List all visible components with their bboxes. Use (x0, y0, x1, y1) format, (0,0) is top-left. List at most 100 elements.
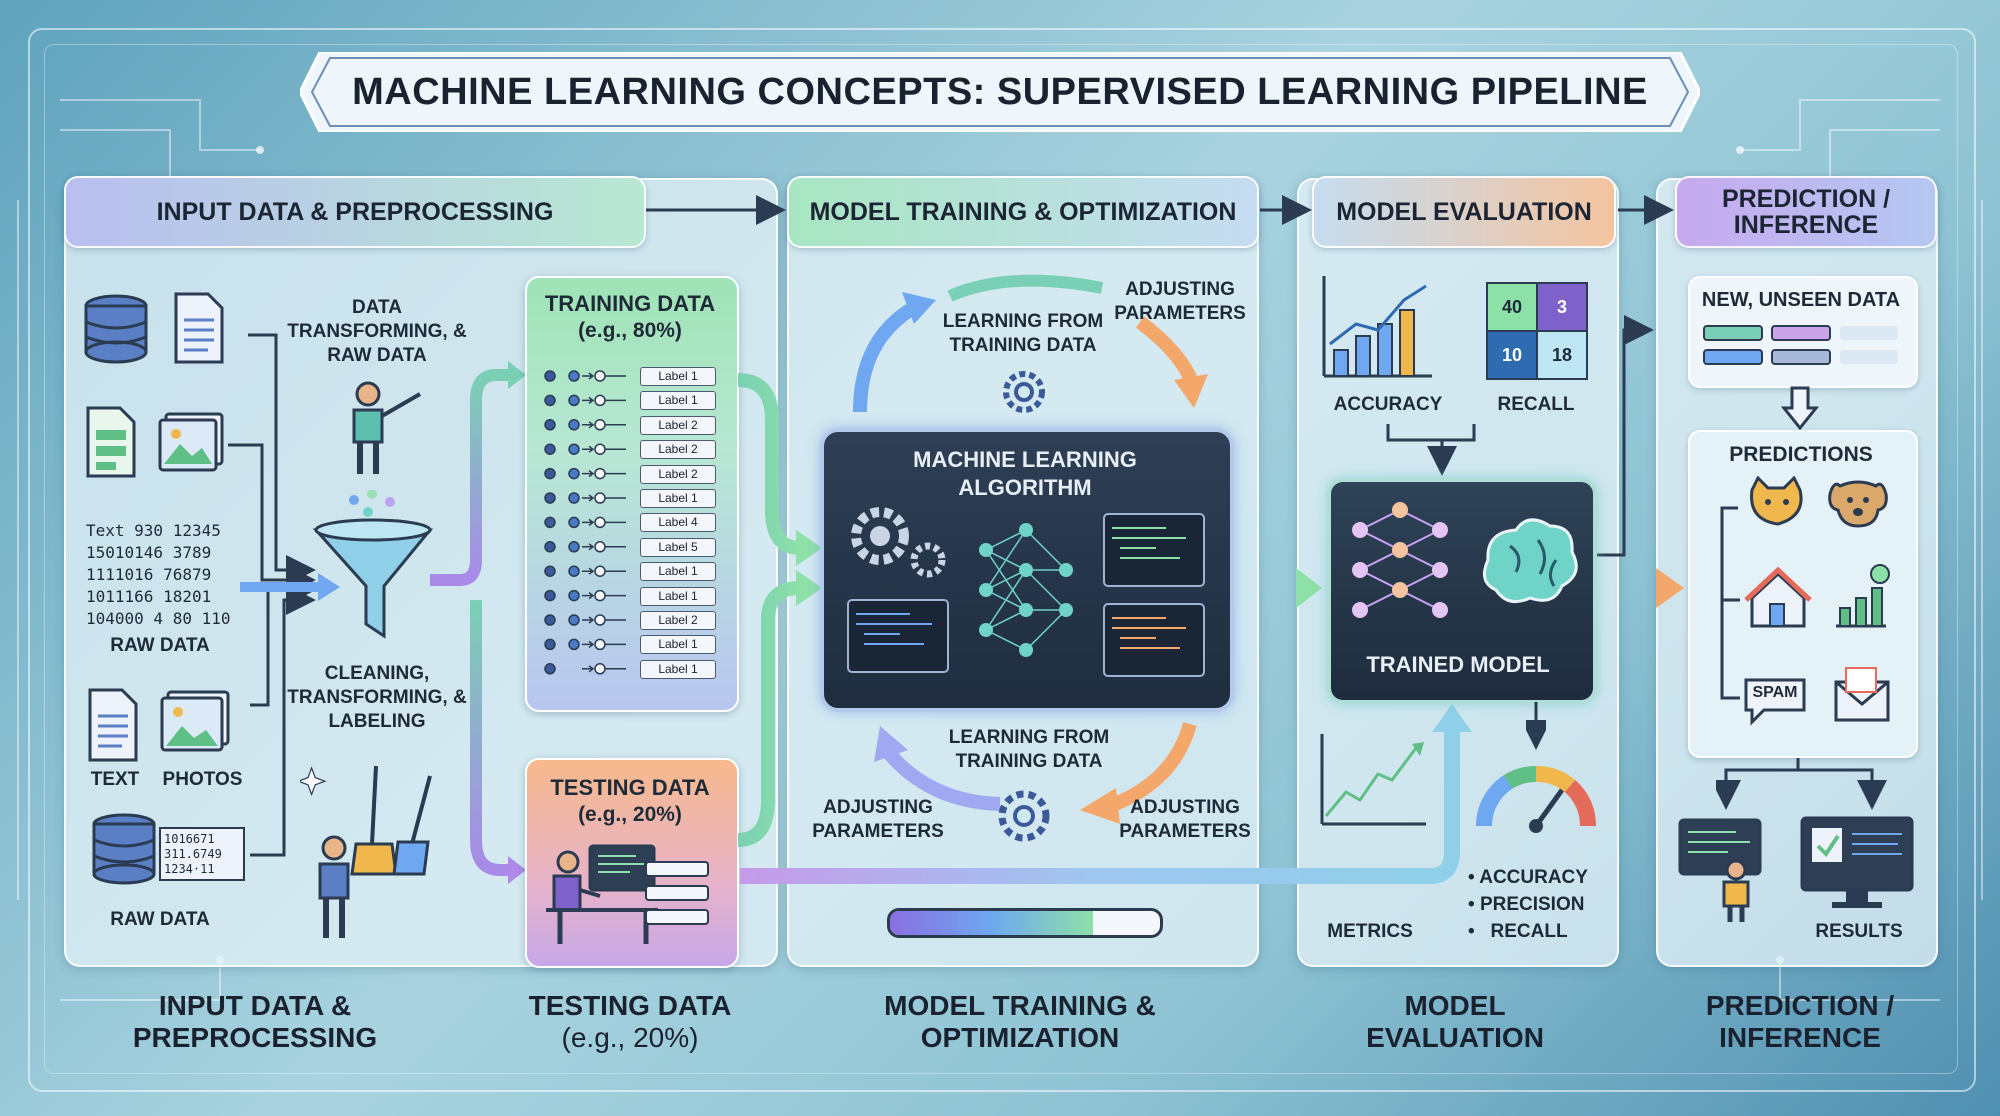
training-data-subtitle: (e.g., 80%) (578, 319, 682, 342)
input-icons-top (84, 292, 224, 478)
training-label-chip: Label 1 (640, 635, 716, 655)
inner-frame (44, 44, 1958, 1074)
metrics-bullet-list: • ACCURACY • PRECISION • RECALL (1468, 864, 1588, 945)
training-label-chip: Label 5 (640, 537, 716, 557)
new-data-label: NEW, UNSEEN DATA (1701, 289, 1901, 311)
training-label-chip: Label 1 (640, 367, 716, 386)
row-marker-dot (568, 638, 580, 651)
bottom-label-testing: TESTING DATA (528, 990, 732, 1021)
results-label: RESULTS (1815, 921, 1903, 942)
row-arrow (582, 543, 595, 551)
testing-person-icon (546, 844, 709, 944)
row-arrow (582, 640, 595, 648)
db-number-line: 1016671 (164, 832, 215, 846)
training-label-chip: Label 1 (640, 659, 716, 679)
database-icon (84, 294, 148, 364)
row-marker-dot (544, 589, 556, 602)
row-marker-dot (568, 467, 580, 480)
text-photos-icons (88, 688, 230, 762)
row-arrow (582, 445, 595, 453)
cat-icon (1750, 476, 1803, 526)
training-label-chip: Label 1 (640, 391, 716, 411)
funnel-icon (312, 490, 434, 639)
row-marker-dot (568, 614, 580, 626)
confusion-cell: 3 (1536, 282, 1588, 332)
metric-bullet: • ACCURACY (1468, 867, 1588, 888)
adjusting-top-label: ADJUSTING PARAMETERS (1114, 279, 1246, 324)
row-marker-dot (544, 663, 556, 675)
predictions-label: PREDICTIONS (1729, 443, 1873, 466)
prediction-panel-header: PREDICTION / INFERENCE (1675, 176, 1937, 248)
row-marker-dot (568, 589, 580, 602)
training-loop-top (853, 274, 1208, 413)
new-data-rows (1703, 325, 1898, 365)
results-split-arrows (1716, 758, 1887, 810)
row-marker-dot (544, 541, 556, 553)
spam-bubble-icon (1744, 678, 1806, 726)
image-icon (158, 412, 224, 472)
house-icon (1744, 566, 1812, 628)
accuracy-label: ACCURACY (1333, 394, 1443, 415)
training-label-chip: Label 2 (640, 611, 716, 630)
text-document-icon (88, 688, 138, 762)
data-transform-label: DATA TRANSFORMING, & RAW DATA (287, 297, 467, 366)
code-window-icon (1103, 513, 1205, 587)
db-numbers: 1016671 311.6749 1234·11 (164, 832, 222, 877)
row-marker-dot (568, 492, 580, 504)
bottom-label-prediction: PREDICTION / INFERENCE (1705, 990, 1895, 1054)
training-progress-bar (887, 908, 1163, 938)
row-arrow (582, 421, 595, 429)
title-banner: MACHINE LEARNING CONCEPTS: SUPERVISED LE… (300, 52, 1700, 132)
row-marker-dot (568, 516, 580, 529)
gear-icon (1003, 371, 1045, 413)
email-envelope-icon (1834, 667, 1890, 722)
row-marker-dot (544, 394, 556, 407)
row-arrow (582, 616, 595, 624)
metric-bullet-text: RECALL (1490, 921, 1568, 942)
results-monitor-icon (1800, 816, 1914, 908)
row-marker-dot (544, 614, 556, 626)
recall-label: RECALL (1497, 394, 1575, 415)
brain-icon (1482, 518, 1578, 604)
training-label-chip: Label 2 (640, 440, 716, 460)
row-marker-dot (568, 565, 580, 577)
learning-bottom-label: LEARNING FROM TRAINING DATA (948, 727, 1110, 772)
growth-chart-icon (1836, 564, 1890, 628)
photos-label: PHOTOS (162, 769, 243, 790)
raw-numbers-block: Text 930 12345 15010146 3789 1111016 768… (86, 520, 231, 630)
db-number-line: 311.6749 (164, 847, 222, 861)
trained-model-label: TRAINED MODEL (1366, 652, 1550, 677)
confusion-cell: 18 (1536, 330, 1588, 380)
monitor-icon (1678, 818, 1762, 876)
photo-icon (160, 690, 230, 752)
neural-network-icon (1352, 502, 1448, 618)
gears-icon (851, 507, 946, 578)
row-marker-dot (544, 638, 556, 651)
metrics-label: METRICS (1327, 921, 1413, 942)
raw-data-label: RAW DATA (110, 635, 210, 656)
teacher-icon (352, 381, 422, 474)
metric-bullet-text: ACCURACY (1479, 867, 1588, 888)
confusion-cell: 40 (1486, 282, 1538, 332)
db-number-line: 1234·11 (164, 862, 215, 876)
spam-label: SPAM (1752, 684, 1798, 701)
training-rows-markers (544, 370, 626, 675)
code-window-icon (1103, 603, 1205, 677)
code-window-icon (847, 599, 949, 673)
metrics-line-chart-icon (1320, 734, 1426, 826)
text-label: TEXT (90, 769, 140, 790)
training-label-chip: Label 4 (640, 513, 716, 533)
row-arrow (582, 494, 595, 502)
cleaning-label: CLEANING, TRANSFORMING, & LABELING (287, 663, 467, 732)
cleaning-person-icon (300, 765, 432, 938)
training-label-chip: Label 1 (640, 489, 716, 508)
trained-model-graphics (1352, 502, 1578, 618)
raw-number-line: 1011166 18201 (86, 587, 212, 606)
learning-top-label: LEARNING FROM TRAINING DATA (942, 311, 1104, 356)
training-progress-fill (890, 911, 1093, 935)
testing-data-subtitle: (e.g., 20%) (578, 803, 682, 826)
bottom-label-testing-sub: (e.g., 20%) (561, 1022, 699, 1053)
metric-bullet: • PRECISION (1468, 894, 1585, 915)
metric-bullet: • RECALL (1468, 921, 1568, 942)
